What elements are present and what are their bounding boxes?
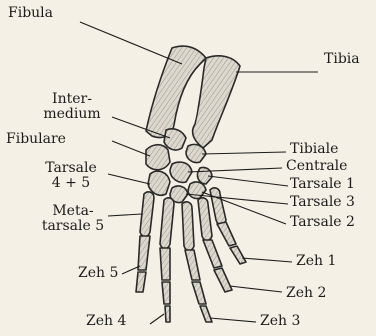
tibiale-leader-line bbox=[202, 152, 286, 154]
zeh-3-phalanges bbox=[185, 250, 212, 322]
metatarsale-3-bone bbox=[182, 202, 194, 251]
zeh-4-phalanges bbox=[160, 248, 170, 322]
metatarsale-5-bone bbox=[140, 192, 154, 237]
label-zeh-1: Zeh 1 bbox=[296, 254, 336, 269]
label-fibulare: Fibulare bbox=[6, 132, 66, 147]
zeh-5-phalanges bbox=[136, 236, 150, 292]
tarsale-45-leader-line bbox=[108, 174, 150, 184]
metatarsale-4-bone bbox=[160, 198, 174, 249]
metatarsale-2-bone bbox=[198, 198, 212, 241]
zeh-1-leader-line bbox=[242, 258, 292, 262]
tibia-bone bbox=[193, 56, 240, 148]
label-tibiale: Tibiale bbox=[290, 142, 338, 157]
zeh-4-leader-line bbox=[150, 314, 164, 324]
label-tarsale-2: Tarsale 2 bbox=[290, 215, 355, 230]
tarsale-45-bone bbox=[148, 171, 170, 195]
label-metatarsale-5: Meta- tarsale 5 bbox=[38, 204, 108, 234]
fibulare-bone bbox=[146, 145, 170, 170]
label-tibia: Tibia bbox=[324, 52, 360, 67]
label-tarsale-3: Tarsale 3 bbox=[290, 195, 355, 210]
metatarsale-5-leader-line bbox=[108, 214, 142, 216]
zeh-2-phalanges bbox=[203, 240, 232, 292]
label-fibula: Fibula bbox=[8, 6, 53, 21]
zeh-1-phalanges bbox=[217, 222, 246, 264]
tarsale-1-leader-line bbox=[208, 176, 288, 186]
label-tarsale-4-5: Tarsale 4 + 5 bbox=[36, 161, 106, 191]
metatarsale-1-bone bbox=[210, 188, 226, 225]
label-centrale: Centrale bbox=[286, 159, 347, 174]
fibulare-leader-line bbox=[112, 141, 150, 156]
label-tarsale-1: Tarsale 1 bbox=[290, 177, 355, 192]
zeh-3-leader-line bbox=[210, 318, 256, 322]
label-zeh-5: Zeh 5 bbox=[78, 266, 118, 281]
intermedium-bone bbox=[164, 129, 186, 150]
label-zeh-3: Zeh 3 bbox=[260, 314, 300, 329]
zeh-2-leader-line bbox=[230, 286, 282, 292]
label-zeh-2: Zeh 2 bbox=[286, 286, 326, 301]
fibula-leader-line bbox=[80, 22, 182, 64]
label-intermedium: Inter- medium bbox=[34, 92, 110, 122]
label-zeh-4: Zeh 4 bbox=[86, 314, 126, 329]
